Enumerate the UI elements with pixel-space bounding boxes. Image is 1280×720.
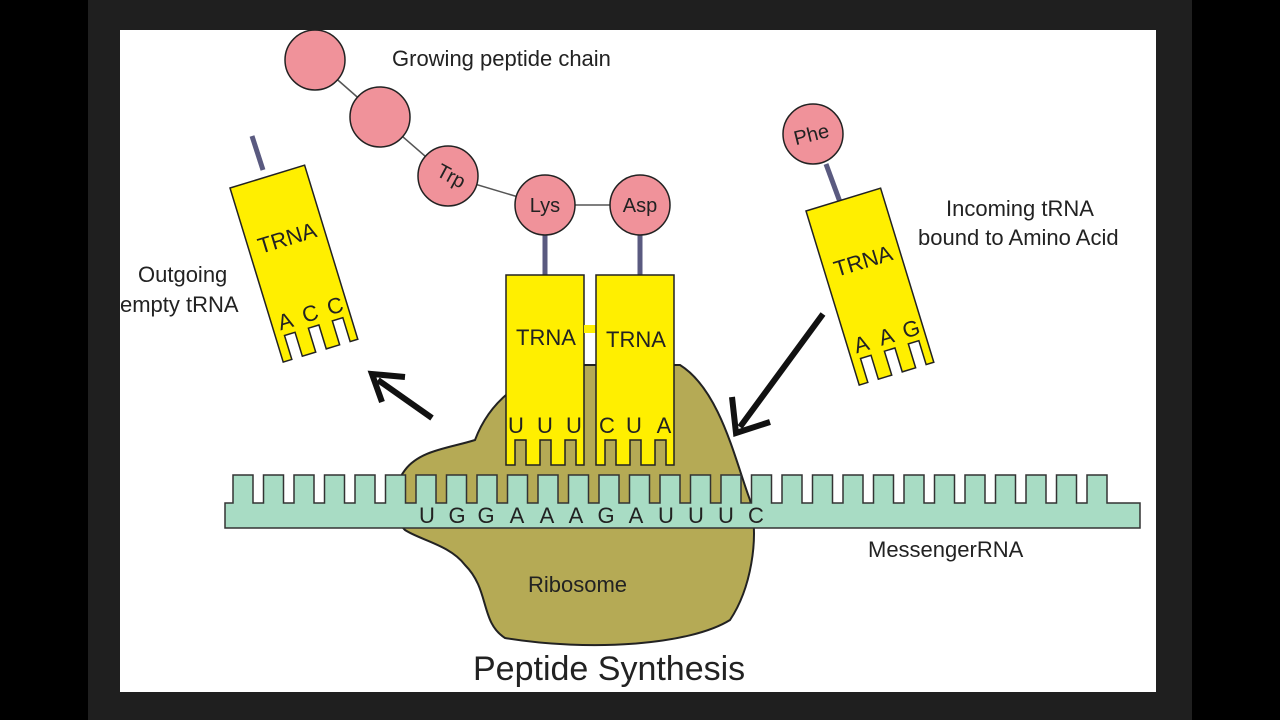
mrna-base: A: [540, 503, 555, 528]
mrna-sequence: U G G A A A G A U U U C: [419, 503, 764, 528]
anticodon-base: G: [899, 314, 923, 343]
amino-acid-phe: Phe: [782, 103, 844, 165]
amino-acid-chain: Trp Lys Asp Phe: [284, 30, 844, 236]
mrna-base: G: [477, 503, 494, 528]
diagram-canvas: U G G A A A G A U U U C: [120, 30, 1156, 692]
mrna-backbone: [224, 474, 1141, 529]
mrna-base: U: [419, 503, 435, 528]
mrna-base: G: [448, 503, 465, 528]
label-incoming-line2: bound to Amino Acid: [918, 225, 1119, 250]
amino-acid-lys: Lys: [514, 174, 576, 236]
trna-asp: TRNA C U A: [595, 274, 675, 466]
label-outgoing-line1: Outgoing: [138, 262, 227, 287]
trna-junction: [584, 325, 596, 333]
amino-acid-trp: Trp: [417, 145, 479, 207]
amino-acid-asp: Asp: [609, 174, 671, 236]
anticodon-base: U: [537, 413, 553, 438]
mrna-base: U: [718, 503, 734, 528]
mrna-base: A: [569, 503, 584, 528]
peptide-synthesis-diagram: U G G A A A G A U U U C: [120, 30, 1141, 688]
arrow-incoming-icon: [729, 312, 826, 437]
label-growing-peptide-chain: Growing peptide chain: [392, 46, 611, 71]
diagram-title: Peptide Synthesis: [473, 650, 745, 688]
mrna-base: A: [510, 503, 525, 528]
label-incoming-line1: Incoming tRNA: [946, 196, 1094, 221]
anticodon-base: U: [626, 413, 642, 438]
amino-acid-lys-label: Lys: [530, 195, 560, 217]
anticodon-base: C: [599, 413, 615, 438]
mrna-base: G: [597, 503, 614, 528]
trna-lys-label: TRNA: [516, 325, 576, 350]
trna-incoming: TRNA A A G: [805, 187, 935, 386]
arrow-outgoing-icon: [367, 370, 434, 421]
mrna-strand: [224, 474, 1141, 529]
anticodon-base: U: [508, 413, 524, 438]
label-outgoing-line2: empty tRNA: [120, 292, 239, 317]
trna-asp-label: TRNA: [606, 327, 666, 352]
anticodon-base: C: [299, 299, 322, 328]
trna-lys: TRNA U U U: [505, 274, 585, 466]
mrna-base: A: [629, 503, 644, 528]
mrna-base: U: [658, 503, 674, 528]
label-messenger-rna: MessengerRNA: [868, 537, 1024, 562]
anticodon-base: C: [324, 292, 347, 321]
mrna-base: U: [688, 503, 704, 528]
mrna-base: C: [748, 503, 764, 528]
trna-stems: [249, 135, 843, 275]
trna-outgoing: TRNA A C C: [229, 164, 359, 363]
amino-acid-blank: [284, 30, 346, 91]
amino-acid-blank: [349, 86, 411, 148]
anticodon-base: U: [566, 413, 582, 438]
anticodon-base: A: [657, 413, 672, 438]
amino-acid-asp-label: Asp: [623, 195, 657, 217]
label-ribosome: Ribosome: [528, 572, 627, 597]
